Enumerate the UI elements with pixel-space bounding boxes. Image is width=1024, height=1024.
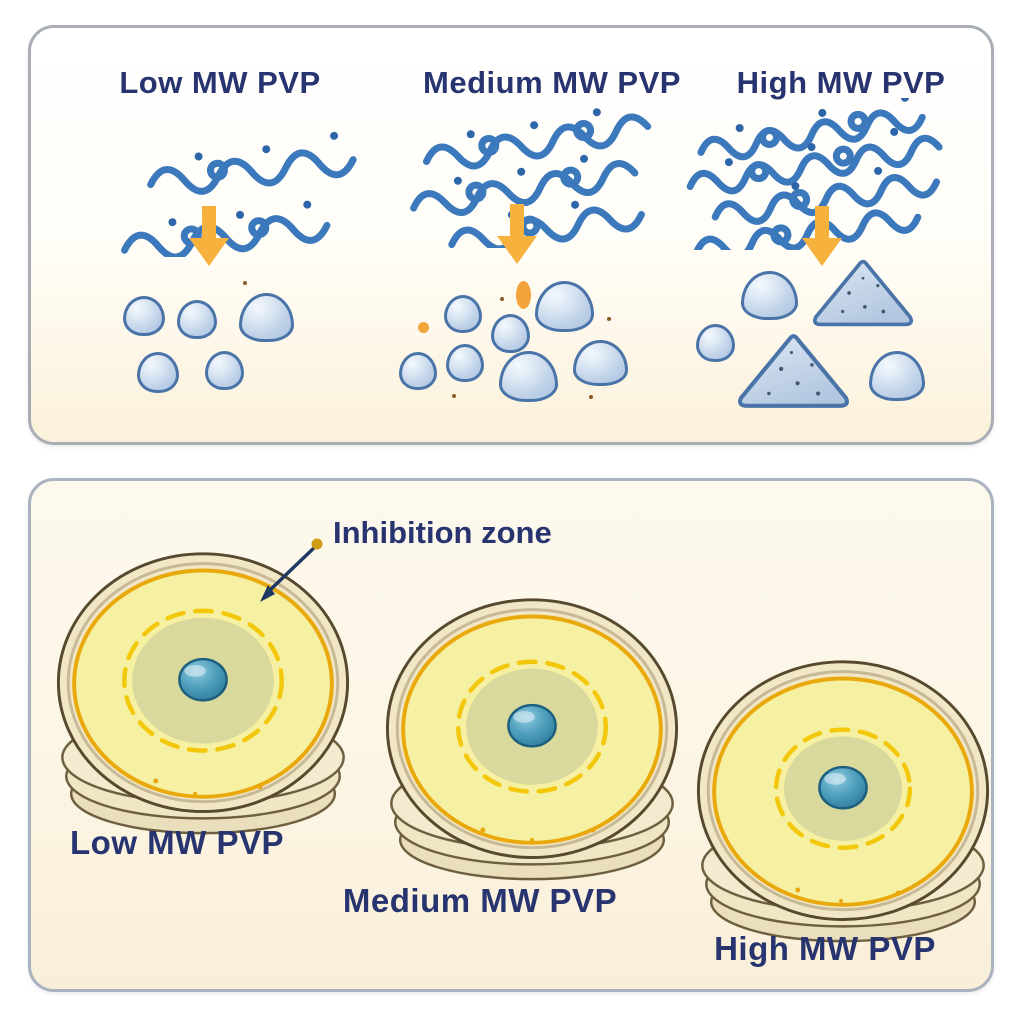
nanoparticle-droplet: [446, 344, 484, 382]
nanoparticle-droplet: [869, 351, 925, 401]
orange-splash: [516, 281, 531, 309]
speck: [243, 281, 247, 285]
column-title-high: High MW PVP: [736, 65, 946, 100]
polymer-chain-icon: [686, 98, 943, 250]
nanoparticle-droplet: [177, 300, 217, 339]
nanoparticle-droplet: [399, 352, 437, 390]
arrow-down-icon: [497, 204, 537, 264]
nanoparticle-droplet: [123, 296, 165, 336]
nanoparticle-droplet: [499, 351, 558, 402]
petri-dish-high: [696, 660, 990, 943]
nanoparticle-droplet: [696, 324, 735, 362]
inhibition-zone-label: Inhibition zone: [333, 515, 552, 550]
speck: [500, 297, 504, 301]
nanoparticle-droplet: [137, 352, 179, 393]
nanoparticle-droplet: [741, 271, 798, 320]
polymer-chain-icon: [120, 131, 357, 257]
speck: [589, 395, 593, 399]
nanoparticle-droplet: [491, 314, 530, 353]
arrow-down-icon: [802, 206, 842, 266]
column-title-low: Low MW PVP: [119, 65, 321, 100]
dish-label-low: Low MW PVP: [70, 824, 284, 861]
speck: [452, 394, 456, 398]
nanoparticle-droplet: [444, 295, 482, 333]
aggregate-triangle-icon: [738, 334, 849, 408]
nanoparticle-droplet: [239, 293, 294, 342]
petri-dish-low: [56, 552, 350, 835]
dish-label-medium: Medium MW PVP: [342, 882, 618, 919]
arrow-down-icon: [189, 206, 229, 266]
nanoparticle-droplet: [205, 351, 244, 390]
nanoparticle-droplet: [535, 281, 594, 332]
nanoparticle-droplet: [573, 340, 628, 386]
petri-dish-medium: [385, 598, 679, 881]
polymer-chain-icon: [410, 108, 652, 248]
aggregate-triangle-icon: [812, 259, 914, 327]
orange-splash: [418, 322, 429, 333]
speck: [607, 317, 611, 321]
dish-label-high: High MW PVP: [714, 930, 936, 967]
column-title-medium: Medium MW PVP: [423, 65, 681, 100]
